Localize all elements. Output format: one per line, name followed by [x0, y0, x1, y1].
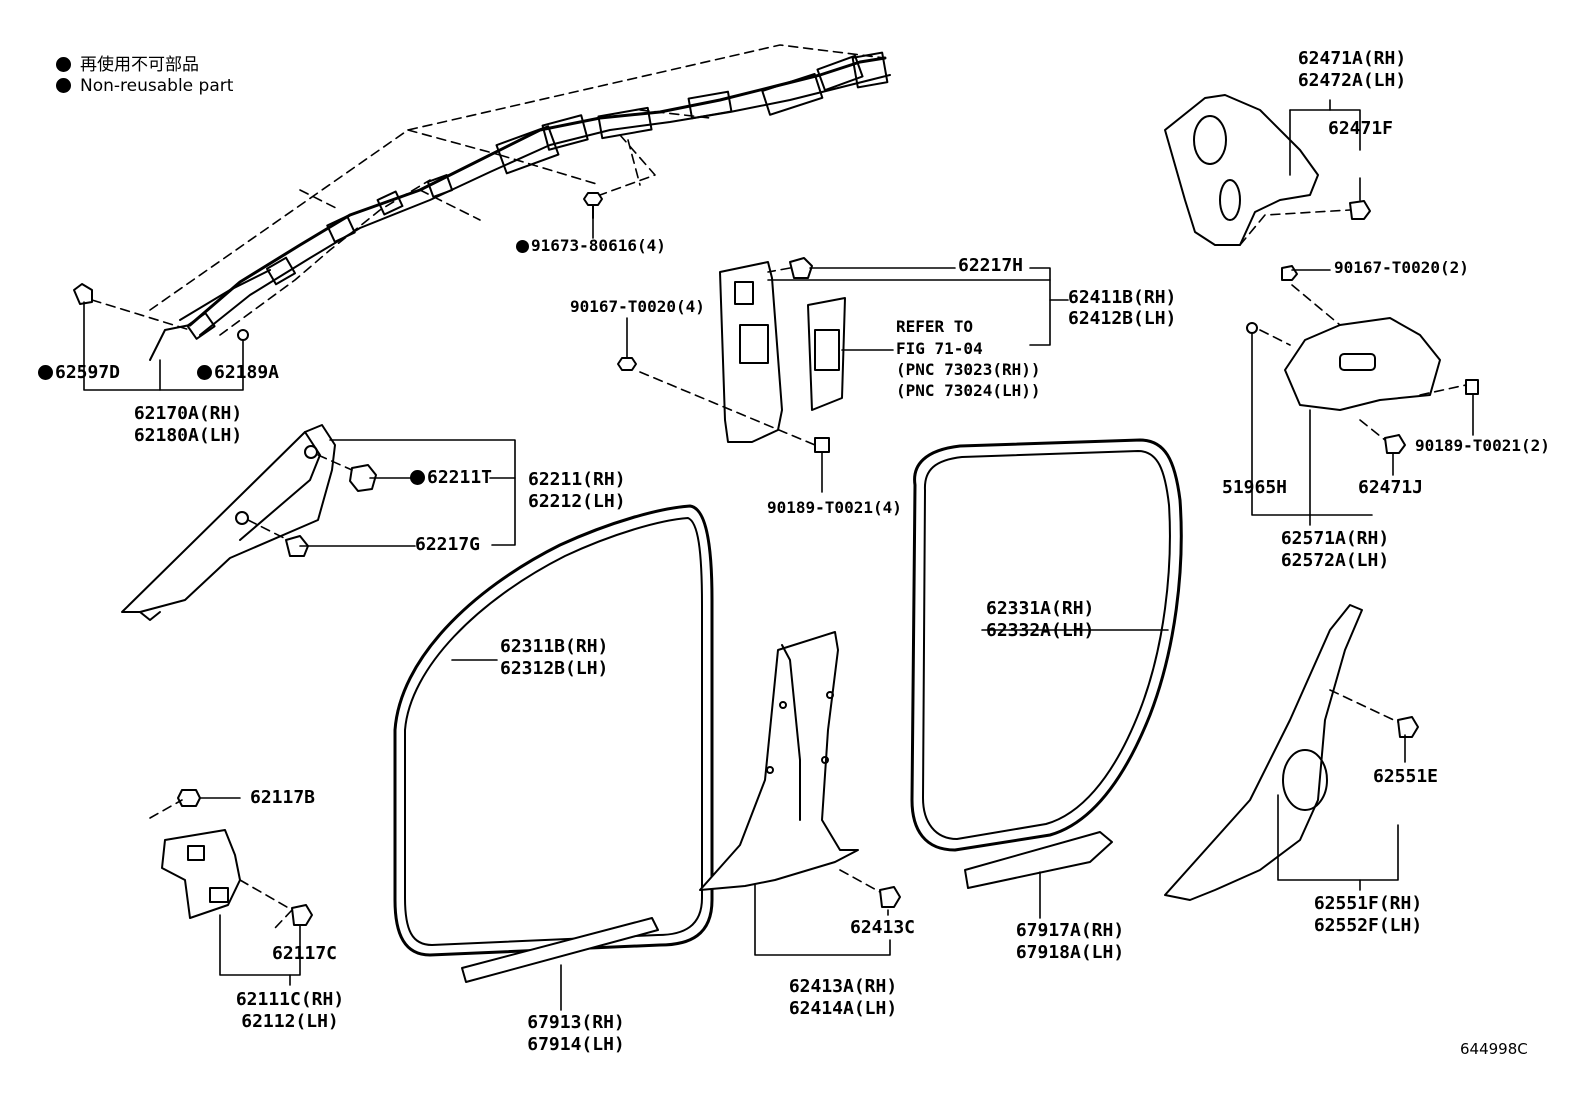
- part-label: 90189-T0021(4): [767, 498, 902, 517]
- part-label: 62571A(RH): [1280, 528, 1390, 549]
- quarter-lower-dashes: [1259, 284, 1467, 441]
- part-label: 51965H: [1222, 477, 1288, 498]
- part-label: 62217H: [958, 255, 1024, 276]
- part-label: 62312B(LH): [500, 658, 609, 679]
- front-door-scuff-plate: [461, 917, 659, 983]
- part-label: 62597D: [38, 362, 120, 384]
- part-label: 62331A(RH): [986, 598, 1095, 619]
- part-label: 62111C(RH): [235, 989, 345, 1010]
- refer-note: (PNC 73024(LH)): [896, 381, 1041, 400]
- part-label: 62211(RH): [528, 469, 626, 490]
- rear-door-leaders: [981, 629, 1169, 919]
- non-reusable-bullet-icon: [56, 78, 71, 93]
- roof-side-inner-garnish: [1164, 94, 1371, 246]
- part-label: 67913(RH): [527, 1012, 625, 1033]
- quarter-lower-leaders: [1251, 269, 1474, 526]
- part-label: 62414A(LH): [788, 998, 898, 1019]
- center-pillar-dashes: [639, 267, 816, 446]
- part-label: 62332A(LH): [986, 620, 1095, 641]
- part-label: 62117C: [272, 943, 338, 964]
- refer-note: FIG 71-04: [896, 339, 983, 358]
- part-label: 62551F(RH): [1313, 893, 1423, 914]
- part-label: 90189-T0021(2): [1415, 436, 1550, 455]
- center-lower-dashes: [839, 869, 881, 893]
- part-label: 62413A(RH): [788, 976, 898, 997]
- part-label: 62471A(RH): [1297, 48, 1407, 69]
- part-label: 91673-80616(4): [516, 236, 666, 256]
- curtain-airbag-assembly: [73, 51, 891, 361]
- center-lower-leaders: [754, 884, 891, 956]
- rear-door-scuff-plate: [964, 831, 1113, 889]
- part-label: 90167-T0020(2): [1334, 258, 1469, 277]
- center-pillar-lower-garnish: [699, 631, 901, 908]
- part-label: 62411B(RH): [1068, 287, 1177, 308]
- part-label: 62117B: [250, 787, 316, 808]
- cowl-side-dashes: [149, 799, 293, 929]
- part-label: 62112(LH): [241, 1011, 339, 1032]
- a-pillar-leaders: [299, 439, 516, 547]
- part-label: 62170A(RH): [133, 403, 243, 424]
- rear-seat-side-garnish: [1164, 604, 1419, 901]
- refer-note: REFER TO: [896, 317, 974, 336]
- rear-pillar-leaders: [1277, 734, 1406, 891]
- non-reusable-bullet-icon: [38, 365, 53, 380]
- part-label: 62211T: [410, 467, 492, 489]
- front-door-leaders: [451, 659, 562, 1011]
- front-pillar-garnish: [121, 424, 377, 621]
- part-label: 62552F(LH): [1313, 915, 1423, 936]
- part-label: 62212(LH): [528, 491, 626, 512]
- non-reusable-bullet-icon: [56, 57, 71, 72]
- illustration-code: 644998C: [1460, 1040, 1528, 1058]
- part-label: 62189A: [197, 362, 279, 384]
- part-label: 67917A(RH): [1015, 920, 1125, 941]
- part-label: 62412B(LH): [1068, 308, 1177, 329]
- part-label: 90167-T0020(4): [570, 297, 705, 316]
- part-label: 62471F: [1328, 118, 1394, 139]
- legend-non-reusable-en: Non-reusable part: [56, 76, 233, 96]
- airbag-dashed-envelope: [91, 44, 886, 336]
- front-door-weatherstrip: [393, 504, 714, 957]
- cowl-side-trim: [161, 789, 313, 926]
- non-reusable-bullet-icon: [197, 365, 212, 380]
- part-label: 67914(LH): [527, 1034, 625, 1055]
- part-label: 62572A(LH): [1280, 550, 1390, 571]
- legend-non-reusable-jp: 再使用不可部品: [56, 50, 199, 75]
- airbag-leader-lines: [83, 217, 594, 391]
- quarter-upper-dashes: [1239, 209, 1351, 246]
- rear-door-weatherstrip: [910, 438, 1183, 852]
- part-label: 62311B(RH): [500, 636, 609, 657]
- part-label: 67918A(LH): [1015, 942, 1125, 963]
- refer-note: (PNC 73023(RH)): [896, 360, 1041, 379]
- part-label: 62413C: [850, 917, 916, 938]
- part-label: 62472A(LH): [1297, 70, 1407, 91]
- a-pillar-dashes: [247, 454, 353, 541]
- rear-pillar-dashes: [1329, 689, 1399, 723]
- non-reusable-bullet-icon: [516, 240, 529, 253]
- cowl-side-leaders: [199, 797, 301, 986]
- part-label: 62471J: [1358, 477, 1424, 498]
- part-label: 62180A(LH): [133, 425, 243, 446]
- quarter-trim-panel: [1246, 265, 1479, 454]
- part-label: 62217G: [415, 534, 481, 555]
- non-reusable-bullet-icon: [410, 470, 425, 485]
- part-label: 62551E: [1373, 766, 1439, 787]
- center-pillar-upper-garnish: [617, 257, 846, 453]
- center-pillar-leaders: [626, 267, 1069, 493]
- quarter-upper-leaders: [1289, 99, 1361, 201]
